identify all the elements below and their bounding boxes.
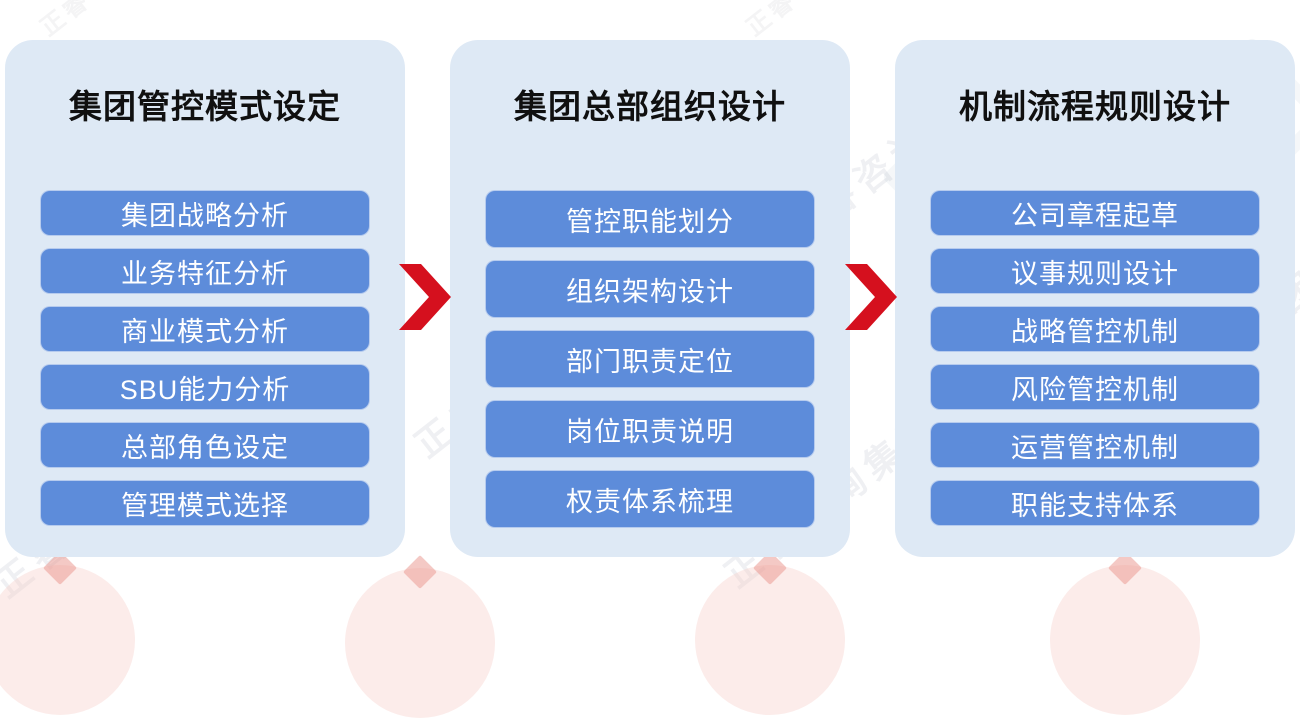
step-item: 公司章程起草: [930, 190, 1260, 236]
step-item: 部门职责定位: [485, 330, 815, 388]
step-list: 集团战略分析 业务特征分析 商业模式分析 SBU能力分析 总部角色设定 管理模式…: [40, 190, 370, 526]
stage-panel-control-mode: 集团管控模式设定 集团战略分析 业务特征分析 商业模式分析 SBU能力分析 总部…: [5, 40, 405, 557]
step-item: 风险管控机制: [930, 364, 1260, 410]
step-item: 商业模式分析: [40, 306, 370, 352]
watermark-circle: [345, 568, 495, 718]
step-item: 总部角色设定: [40, 422, 370, 468]
panel-title: 集团管控模式设定: [69, 88, 341, 125]
step-list: 公司章程起草 议事规则设计 战略管控机制 风险管控机制 运营管控机制 职能支持体…: [930, 190, 1260, 526]
watermark-circle-peak: [403, 555, 437, 589]
watermark-fragment: 正睿: [741, 0, 803, 42]
flow-arrow-icon: [399, 264, 451, 330]
step-item: 集团战略分析: [40, 190, 370, 236]
step-item: 议事规则设计: [930, 248, 1260, 294]
step-item: 管控职能划分: [485, 190, 815, 248]
step-item: 职能支持体系: [930, 480, 1260, 526]
step-item: 战略管控机制: [930, 306, 1260, 352]
step-item: 业务特征分析: [40, 248, 370, 294]
step-item: 管理模式选择: [40, 480, 370, 526]
step-item: 运营管控机制: [930, 422, 1260, 468]
flow-arrow-icon: [845, 264, 897, 330]
panel-title: 集团总部组织设计: [514, 88, 786, 125]
step-list: 管控职能划分 组织架构设计 部门职责定位 岗位职责说明 权责体系梳理: [485, 190, 815, 528]
stage-panel-hq-org-design: 集团总部组织设计 管控职能划分 组织架构设计 部门职责定位 岗位职责说明 权责体…: [450, 40, 850, 557]
watermark-fragment: 正睿: [35, 0, 97, 42]
step-item: SBU能力分析: [40, 364, 370, 410]
step-item: 组织架构设计: [485, 260, 815, 318]
stage-panel-mechanism-process-rules: 机制流程规则设计 公司章程起草 议事规则设计 战略管控机制 风险管控机制 运营管…: [895, 40, 1295, 557]
watermark-circle: [1050, 565, 1200, 715]
panel-title: 机制流程规则设计: [959, 88, 1231, 125]
step-item: 权责体系梳理: [485, 470, 815, 528]
watermark-circle: [0, 565, 135, 715]
watermark-circle: [695, 565, 845, 715]
step-item: 岗位职责说明: [485, 400, 815, 458]
